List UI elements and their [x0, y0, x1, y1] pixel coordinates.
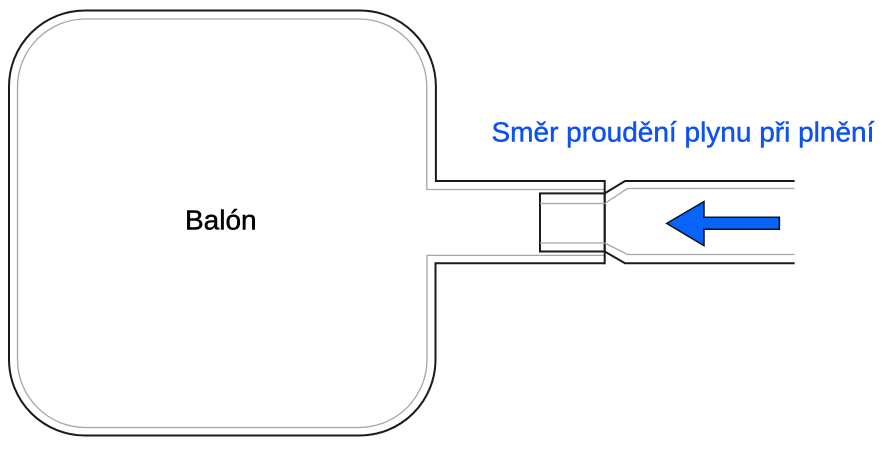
svg-text:Balón: Balón: [185, 204, 257, 235]
svg-text:Směr proudění plynu při plnění: Směr proudění plynu při plnění: [492, 117, 875, 148]
